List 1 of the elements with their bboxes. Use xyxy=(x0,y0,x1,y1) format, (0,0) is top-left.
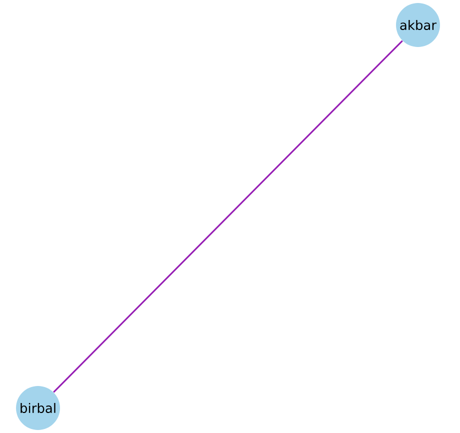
connector-line xyxy=(53,40,403,393)
